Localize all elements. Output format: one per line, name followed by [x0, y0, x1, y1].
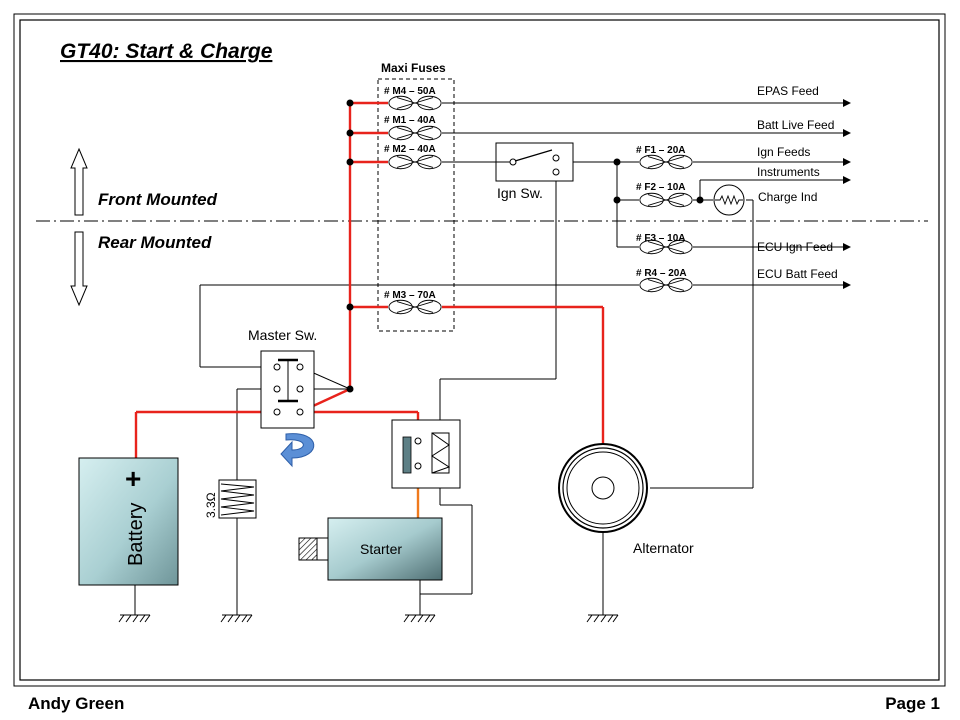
down-arrow-icon [70, 231, 88, 307]
fuse-m1 [388, 125, 442, 141]
page-frame-inner [19, 19, 940, 681]
resistor-icon [218, 479, 257, 519]
front-mounted-label: Front Mounted [98, 190, 218, 209]
battery-label: Battery [125, 503, 147, 566]
up-arrow-icon [70, 147, 88, 216]
master-switch-icon [260, 350, 315, 429]
battery-icon [78, 457, 179, 586]
rear-mounted-label: Rear Mounted [98, 233, 212, 252]
fuse-m2-label: # M2 – 40A [384, 144, 436, 155]
signal-wires [134, 99, 851, 615]
rotate-arrow-icon [280, 433, 315, 468]
author-name: Andy Green [28, 694, 125, 713]
feed-batt-live: Batt Live Feed [757, 118, 834, 132]
charge-indicator-lamp-icon [713, 184, 745, 216]
fuse-f1-label: # F1 – 20A [636, 145, 685, 156]
ign-switch-label: Ign Sw. [497, 185, 543, 201]
fuse-r4-label: # R4 – 20A [636, 268, 687, 279]
starter-pinion-icon [316, 537, 329, 561]
alternator-label: Alternator [633, 540, 694, 556]
starter-solenoid-icon [391, 419, 461, 489]
alternator-icon [558, 443, 648, 533]
fuse-r4 [639, 277, 693, 293]
fuse-m2 [388, 154, 442, 170]
feed-ign: Ign Feeds [757, 145, 810, 159]
fuse-f2-label: # F2 – 10A [636, 182, 685, 193]
fuse-f2 [639, 192, 693, 208]
fuse-f3-label: # F3 – 10A [636, 233, 685, 244]
battery-positive-sign: + [125, 463, 141, 494]
page-frame-outer [13, 13, 946, 687]
junction-dots [346, 99, 704, 393]
fuse-f1 [639, 154, 693, 170]
fuse-m1-label: # M1 – 40A [384, 115, 436, 126]
feed-epas: EPAS Feed [757, 84, 819, 98]
resistor-label: 3.3Ω [204, 492, 218, 518]
starter-motor-icon [327, 517, 443, 581]
page-number: Page 1 [885, 694, 940, 713]
ignition-switch-icon [495, 142, 574, 182]
starter-gear-icon [298, 537, 318, 561]
starter-label: Starter [360, 541, 402, 557]
feed-charge-ind: Charge Ind [758, 190, 817, 204]
feed-ecu-ign: ECU Ign Feed [757, 240, 833, 254]
feed-ecu-batt: ECU Batt Feed [757, 267, 838, 281]
feed-instruments: Instruments [757, 165, 820, 179]
fuse-m3-label: # M3 – 70A [384, 290, 436, 301]
maxi-fuse-box [377, 78, 455, 332]
master-switch-label: Master Sw. [248, 327, 317, 343]
fuse-m4 [388, 95, 442, 111]
maxi-fuses-label: Maxi Fuses [381, 61, 446, 75]
fuse-m3 [388, 299, 442, 315]
fuse-m4-label: # M4 – 50A [384, 86, 436, 97]
diagram-title: GT40: Start & Charge [60, 40, 273, 63]
ground-icon [118, 614, 619, 623]
